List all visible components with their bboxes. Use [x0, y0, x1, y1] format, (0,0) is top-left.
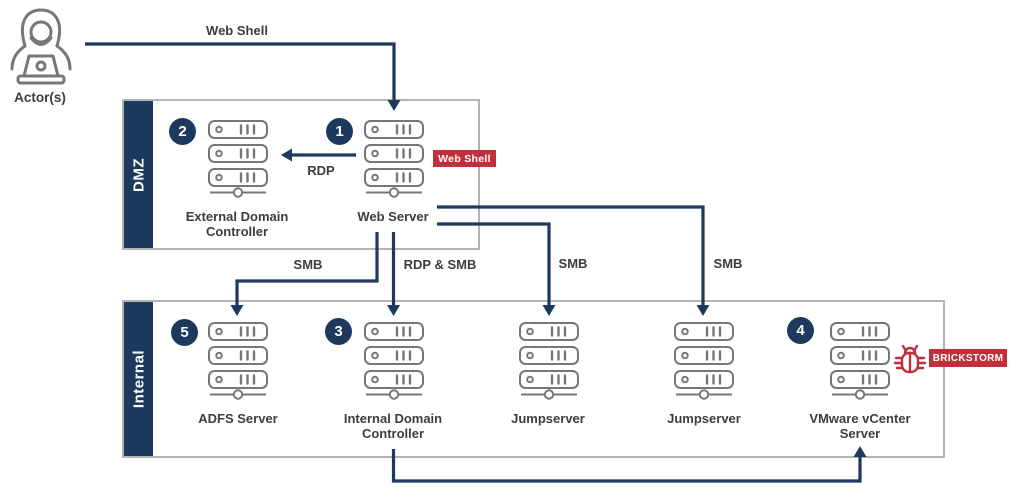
server-stack-icon-web-server	[364, 120, 424, 198]
edge-label-rdp: RDP	[307, 163, 335, 178]
step-badge-3: 3	[325, 318, 352, 345]
server-stack-icon-jumpserver-1	[519, 322, 579, 400]
server-stack-icon-jumpserver-2	[674, 322, 734, 400]
server-stack-icon-vcenter	[830, 322, 890, 400]
server-stack-icon-internal-dc	[364, 322, 424, 400]
actor-label: Actor(s)	[14, 90, 66, 105]
dmz-zone-band: DMZ	[124, 101, 153, 248]
internal-zone-band: Internal	[124, 302, 153, 456]
edge-label-smb-adfs: SMB	[293, 257, 323, 272]
step-badge-4: 4	[787, 317, 814, 344]
dmz-zone-label: DMZ	[130, 157, 147, 192]
web-shell-badge: Web Shell	[433, 150, 496, 167]
edge-label-web-shell: Web Shell	[206, 23, 268, 38]
node-label-web-server: Web Server	[357, 209, 429, 224]
step-badge-5: 5	[171, 319, 198, 346]
node-label-vcenter: VMware vCenter Server	[809, 411, 911, 441]
edge-actor-to-webserver	[85, 42, 396, 101]
bug-icon	[893, 344, 927, 374]
node-label-jumpserver-2: Jumpserver	[667, 411, 741, 426]
server-stack-icon-external-dc	[208, 120, 268, 198]
internal-zone-label: Internal	[130, 349, 147, 409]
edge-label-rdp-smb: RDP & SMB	[403, 257, 477, 272]
node-label-jumpserver-1: Jumpserver	[511, 411, 585, 426]
server-stack-icon-adfs	[208, 322, 268, 400]
step-badge-2: 2	[169, 118, 196, 145]
node-label-internal-dc: Internal Domain Controller	[343, 411, 443, 441]
edge-label-smb-jumpserver-2: SMB	[713, 256, 743, 271]
node-label-adfs: ADFS Server	[198, 411, 278, 426]
actor-icon	[10, 8, 72, 85]
node-label-external-dc: External Domain Controller	[185, 209, 289, 239]
edge-label-smb-jumpserver-1: SMB	[558, 256, 588, 271]
step-badge-1: 1	[326, 118, 353, 145]
brickstorm-badge: BRICKSTORM	[929, 349, 1007, 367]
